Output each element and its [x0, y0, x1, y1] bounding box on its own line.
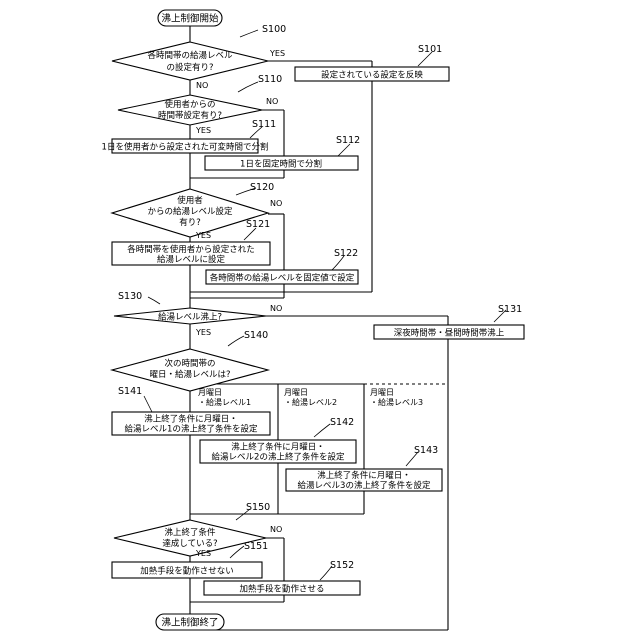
s110-step: S110: [258, 74, 282, 85]
end-label: 沸上制御終了: [161, 617, 218, 629]
s152-text: 加熱手段を動作させる: [239, 584, 324, 595]
s151-step: S151: [244, 541, 268, 552]
s151-text: 加熱手段を動作させない: [140, 566, 234, 577]
start-label: 沸上制御開始: [161, 13, 219, 25]
s120-yes: YES: [195, 231, 211, 240]
s142-line1: 沸上終了条件に月曜日・: [231, 442, 325, 453]
s150-line1: 沸上終了条件: [164, 527, 216, 538]
s112-text: 1日を固定時間で分割: [240, 159, 322, 170]
s101-text: 設定されている設定を反映: [321, 70, 423, 81]
s131-step: S131: [498, 304, 522, 315]
s120-no: NO: [270, 199, 282, 208]
s130-no: NO: [270, 304, 282, 313]
s130-text: 給湯レベル沸上?: [158, 312, 222, 323]
decision-s120: 使用者 からの給湯レベル設定 有り? S120 NO YES: [112, 182, 282, 240]
s110-line1: 使用者からの: [164, 99, 215, 110]
s143-line2: 給湯レベル3の沸上終了条件を設定: [298, 480, 431, 491]
branch1-line1: 月曜日: [198, 388, 222, 397]
start-terminal: 沸上制御開始: [158, 10, 222, 26]
s121-step: S121: [246, 219, 270, 230]
process-s131: 深夜時間帯・昼間時間帯沸上 S131: [374, 304, 524, 339]
s143-line1: 沸上終了条件に月曜日・: [317, 470, 411, 481]
s150-step: S150: [246, 502, 270, 513]
s100-yes: YES: [269, 49, 285, 58]
branch3-line2: ・給湯レベル3: [370, 397, 423, 407]
s122-step: S122: [334, 248, 358, 259]
process-s141: 沸上終了条件に月曜日・ 給湯レベル1の沸上終了条件を設定 S141: [112, 386, 270, 435]
s140-line1: 次の時間帯の: [164, 358, 215, 369]
s140-line2: 曜日・給湯レベルは?: [149, 369, 230, 380]
s122-text: 各時間帯の給湯レベルを固定値で設定: [210, 273, 355, 284]
s100-step: S100: [262, 24, 286, 35]
s100-no: NO: [196, 81, 208, 90]
s120-line2: からの給湯レベル設定: [147, 206, 233, 217]
s140-step: S140: [244, 330, 268, 341]
end-terminal: 沸上制御終了: [156, 614, 224, 630]
s110-line2: 時間帯設定有り?: [158, 110, 222, 121]
s150-no: NO: [270, 525, 282, 534]
branch-labels: 月曜日 ・給湯レベル1 月曜日 ・給湯レベル2 月曜日 ・給湯レベル3: [198, 388, 423, 407]
s121-line1: 各時間帯を使用者から設定された: [127, 244, 255, 255]
s111-text: 1日を使用者から設定された可変時間で分割: [102, 142, 269, 153]
s100-line1: 各時間帯の給湯レベル: [147, 50, 233, 61]
s110-no: NO: [266, 97, 278, 106]
s101-step: S101: [418, 44, 442, 55]
s120-step: S120: [250, 182, 274, 193]
s143-step: S143: [414, 445, 438, 456]
s150-yes: YES: [195, 549, 211, 558]
branch1-line2: ・給湯レベル1: [198, 397, 251, 407]
s111-step: S111: [252, 119, 276, 130]
s131-text: 深夜時間帯・昼間時間帯沸上: [394, 328, 505, 339]
s120-line1: 使用者: [177, 195, 203, 206]
s152-step: S152: [330, 560, 354, 571]
s121-line2: 給湯レベルに設定: [157, 254, 226, 265]
s112-step: S112: [336, 135, 360, 146]
branch3-line1: 月曜日: [370, 388, 394, 397]
s142-line2: 給湯レベル2の沸上終了条件を設定: [212, 452, 345, 463]
s110-yes: YES: [195, 126, 211, 135]
s150-line2: 達成している?: [162, 538, 217, 549]
s120-line3: 有り?: [179, 217, 201, 228]
s130-step: S130: [118, 291, 142, 302]
s141-line1: 沸上終了条件に月曜日・: [144, 414, 238, 425]
s130-yes: YES: [195, 328, 211, 337]
s142-step: S142: [330, 417, 354, 428]
branch2-line1: 月曜日: [284, 388, 308, 397]
s141-step: S141: [118, 386, 142, 397]
s141-line2: 給湯レベル1の沸上終了条件を設定: [125, 424, 258, 435]
s100-line2: の設定有り?: [166, 62, 213, 73]
branch2-line2: ・給湯レベル2: [284, 397, 337, 407]
